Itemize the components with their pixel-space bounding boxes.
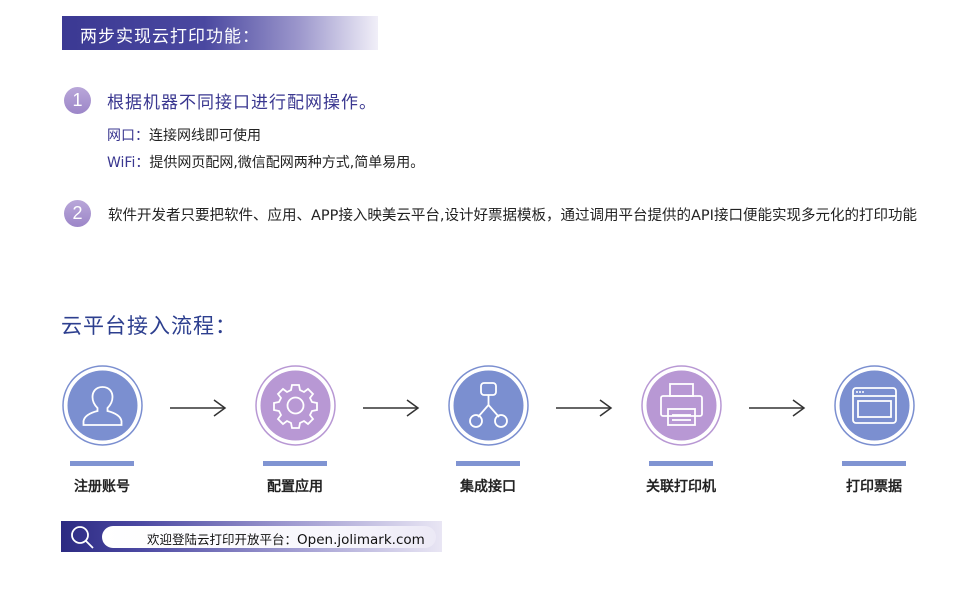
arrow-right-icon bbox=[363, 399, 420, 417]
printer-icon bbox=[641, 365, 722, 446]
header-banner: 两步实现云打印功能： bbox=[62, 16, 378, 50]
flow-label-printer: 关联打印机 bbox=[646, 479, 716, 495]
gear-icon bbox=[255, 365, 336, 446]
flow-step-configure bbox=[255, 365, 336, 446]
flow-step-printer bbox=[641, 365, 722, 446]
arrow-right-icon bbox=[749, 399, 806, 417]
flow-underline bbox=[649, 461, 713, 466]
arrow-right-icon bbox=[556, 399, 613, 417]
step-1-title: 根据机器不同接口进行配网操作。 bbox=[107, 93, 377, 113]
flowchart-icon bbox=[448, 365, 529, 446]
step-2-badge: 2 bbox=[64, 200, 91, 227]
search-icon bbox=[71, 526, 94, 549]
line-text: 提供网页配网,微信配网两种方式,简单易用。 bbox=[149, 155, 425, 171]
step-2-text: 软件开发者只要把软件、应用、APP接入映美云平台,设计好票据模板，通过调用平台提… bbox=[108, 208, 917, 224]
flow-label-configure: 配置应用 bbox=[267, 479, 323, 495]
step-1-line-ethernet: 网口：连接网线即可使用 bbox=[107, 125, 261, 145]
flow-label-integrate: 集成接口 bbox=[460, 479, 516, 495]
footer-link-pill[interactable]: 欢迎登陆云打印开放平台：Open.jolimark.com bbox=[102, 526, 436, 548]
footer-url[interactable]: Open.jolimark.com bbox=[297, 532, 425, 548]
flow-underline bbox=[842, 461, 906, 466]
step-1-line-wifi: WiFi：提供网页配网,微信配网两种方式,简单易用。 bbox=[107, 152, 424, 172]
flow-underline bbox=[263, 461, 327, 466]
flow-step-print-receipt bbox=[834, 365, 915, 446]
footer-prefix: 欢迎登陆云打印开放平台： bbox=[147, 532, 298, 547]
footer-text[interactable]: 欢迎登陆云打印开放平台：Open.jolimark.com bbox=[147, 529, 425, 548]
header-title: 两步实现云打印功能： bbox=[80, 27, 260, 47]
flow-label-register: 注册账号 bbox=[74, 479, 130, 495]
flow-underline bbox=[456, 461, 520, 466]
user-icon bbox=[62, 365, 143, 446]
step-1-badge: 1 bbox=[64, 87, 91, 114]
line-text: 连接网线即可使用 bbox=[149, 128, 261, 144]
flow-label-print-receipt: 打印票据 bbox=[846, 479, 902, 495]
section-title: 云平台接入流程： bbox=[61, 314, 237, 338]
flow-step-register bbox=[62, 365, 143, 446]
browser-window-icon bbox=[834, 365, 915, 446]
line-key: 网口： bbox=[107, 128, 149, 144]
footer-banner: 欢迎登陆云打印开放平台：Open.jolimark.com bbox=[61, 521, 442, 552]
flow-underline bbox=[70, 461, 134, 466]
flow-step-integrate bbox=[448, 365, 529, 446]
line-key: WiFi： bbox=[107, 155, 150, 171]
arrow-right-icon bbox=[170, 399, 227, 417]
